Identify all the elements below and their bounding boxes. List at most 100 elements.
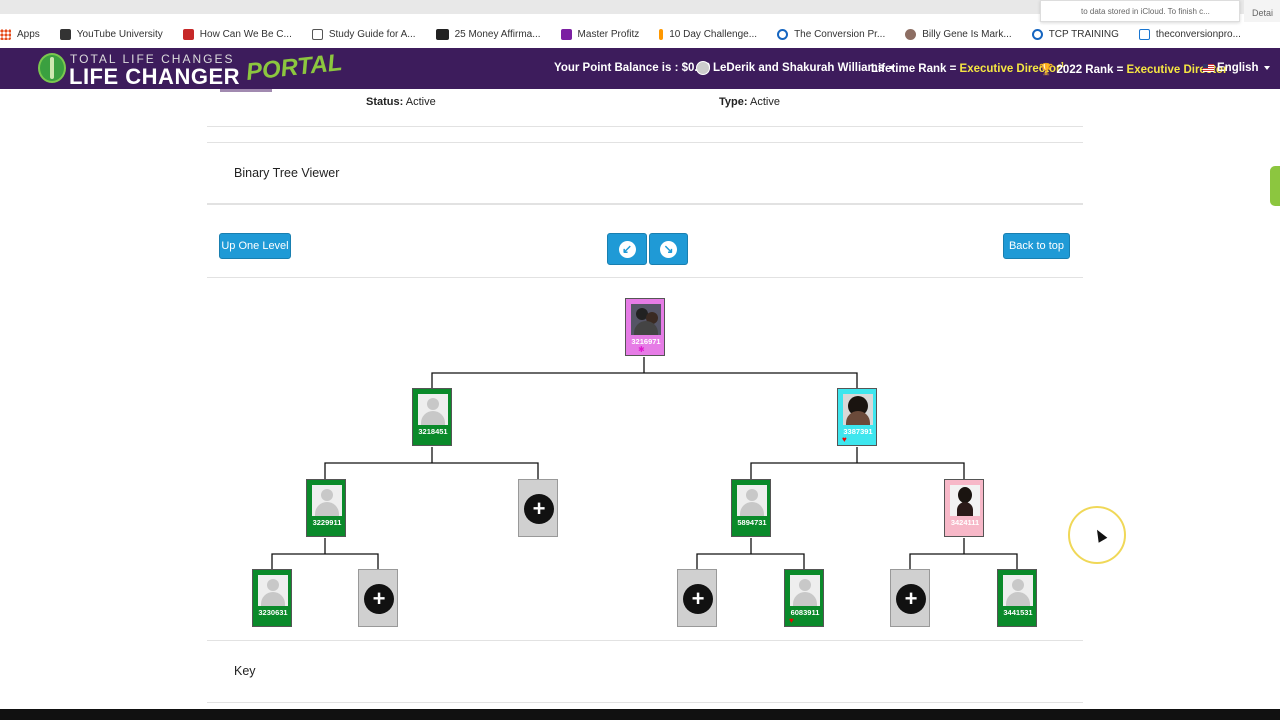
default-avatar-icon [258, 575, 288, 606]
lifetime-rank-value: Executive Director [959, 62, 1061, 75]
type-label: Type: [719, 96, 748, 108]
language-selector[interactable]: English [1203, 62, 1270, 74]
status-value: Active [405, 96, 436, 108]
chevron-down-icon [889, 66, 896, 70]
nav-right-button[interactable]: ↘ [649, 233, 688, 265]
type-field: Type: Active [719, 96, 780, 108]
member-photo [950, 485, 980, 516]
rank-2022: 🏆 2022 Rank = Executive Director [1039, 62, 1228, 76]
section-title: Binary Tree Viewer [234, 166, 340, 180]
heart-icon: ♥ [842, 435, 847, 444]
tree-node-l2-rl[interactable]: 5894731 [731, 479, 771, 537]
bookmark-icon [777, 28, 789, 40]
tree-node-l2-rr[interactable]: 3424111 [944, 479, 984, 537]
type-value: Active [749, 96, 780, 108]
bookmark-label: YouTube University [76, 28, 163, 40]
tree-node-l1-right[interactable]: 3387391 ♥ [837, 388, 877, 446]
tree-node-empty[interactable]: + [677, 569, 717, 627]
bookmark-icon [560, 28, 572, 40]
node-id: 3424111 [950, 518, 980, 527]
add-member-icon: + [524, 494, 554, 524]
bookmarks-bar: Apps YouTube University How Can We Be C.… [0, 22, 1241, 46]
bookmark-study-guide[interactable]: Study Guide for A... [311, 28, 416, 40]
tree-node-l3-rlr[interactable]: 6083911 ♥ [784, 569, 824, 627]
tree-node-l2-ll[interactable]: 3229911 [306, 479, 346, 537]
arrow-down-left-icon: ↙ [618, 240, 636, 258]
default-avatar-icon [418, 394, 448, 425]
node-id: 6083911 [790, 608, 820, 617]
bookmark-how-can-we[interactable]: How Can We Be C... [182, 28, 292, 40]
divider [207, 142, 1083, 143]
star-icon: ✱ [638, 345, 645, 354]
bookmark-label: Apps [17, 28, 40, 40]
key-title: Key [234, 664, 256, 678]
bookmark-icon [1138, 28, 1150, 40]
user-menu[interactable]: LeDerik and Shakurah Williams [696, 61, 896, 75]
bookmark-apps[interactable]: Apps [0, 28, 40, 40]
tree-node-l3-rrr[interactable]: 3441531 [997, 569, 1037, 627]
bookmark-label: TCP TRAINING [1048, 28, 1119, 40]
default-avatar-icon [737, 485, 767, 516]
tree-node-empty[interactable]: + [518, 479, 558, 537]
default-avatar-icon [312, 485, 342, 516]
divider [207, 640, 1083, 641]
side-feedback-tab[interactable] [1270, 166, 1280, 206]
user-name: LeDerik and Shakurah Williams [713, 62, 885, 75]
notification-popup[interactable]: to data stored in iCloud. To finish c... [1040, 0, 1240, 22]
notification-text: to data stored in iCloud. To finish c... [1081, 7, 1210, 16]
tree-node-root[interactable]: 3216971 ✱ [625, 298, 665, 356]
language-label: English [1217, 62, 1259, 74]
default-avatar-icon [1003, 575, 1033, 606]
bookmark-10-day-challenge[interactable]: 10 Day Challenge... [659, 28, 757, 40]
bookmark-label: Study Guide for A... [328, 28, 416, 40]
life-changer-portal-logo[interactable]: TOTAL LIFE CHANGES LIFE CHANGER PORTAL [38, 49, 344, 89]
add-member-icon: + [364, 584, 394, 614]
node-id: 3441531 [1003, 608, 1033, 617]
bookmark-conversion-pr[interactable]: The Conversion Pr... [777, 28, 886, 40]
node-id: 3216971 [631, 337, 661, 346]
details-button[interactable]: Detai [1244, 0, 1280, 22]
us-flag-icon [1203, 63, 1214, 72]
bottom-bar [0, 709, 1280, 720]
status-field: Status: Active [366, 96, 436, 108]
bookmark-tcp-training[interactable]: TCP TRAINING [1031, 28, 1119, 40]
trophy-icon: 🏆 [1039, 64, 1054, 76]
add-member-icon: + [683, 584, 713, 614]
node-id: 3230631 [258, 608, 288, 617]
bookmark-billy-gene[interactable]: Billy Gene Is Mark... [905, 28, 1012, 40]
bookmark-icon [59, 28, 71, 40]
rank-2022-label: 2022 Rank = [1056, 64, 1124, 76]
member-photo [843, 394, 873, 425]
default-avatar-icon [790, 575, 820, 606]
bookmark-master-profitz[interactable]: Master Profitz [560, 28, 640, 40]
node-id: 3229911 [312, 518, 342, 527]
member-photo [631, 304, 661, 335]
divider [207, 203, 1083, 205]
divider [207, 702, 1083, 703]
bookmark-label: 25 Money Affirma... [454, 28, 541, 40]
tree-node-empty[interactable]: + [358, 569, 398, 627]
tree-node-l1-left[interactable]: 3218451 [412, 388, 452, 446]
tree-node-empty[interactable]: + [890, 569, 930, 627]
tree-node-l3-lll[interactable]: 3230631 [252, 569, 292, 627]
chevron-down-icon [1263, 65, 1270, 70]
back-to-top-button[interactable]: Back to top [1003, 233, 1070, 259]
status-label: Status: [366, 96, 404, 108]
bookmark-icon [435, 28, 449, 40]
globe-icon [38, 53, 66, 83]
bookmark-conversionpro[interactable]: theconversionpro... [1138, 28, 1241, 40]
apps-grid-icon [0, 28, 11, 40]
node-id: 3218451 [418, 427, 448, 436]
bookmark-money-affirmations[interactable]: 25 Money Affirma... [435, 28, 541, 40]
bookmark-label: Billy Gene Is Mark... [922, 28, 1012, 40]
bookmark-youtube-university[interactable]: YouTube University [59, 28, 163, 40]
add-member-icon: + [896, 584, 926, 614]
lifetime-rank-sup: 1 [1060, 62, 1065, 69]
up-one-level-button[interactable]: Up One Level [219, 233, 291, 259]
arrow-down-right-icon: ↘ [660, 240, 677, 258]
bookmark-label: The Conversion Pr... [794, 28, 886, 40]
nav-left-button[interactable]: ↙ [607, 233, 647, 265]
bookmark-label: Master Profitz [577, 28, 640, 40]
logo-main-text: LIFE CHANGER [69, 64, 240, 89]
